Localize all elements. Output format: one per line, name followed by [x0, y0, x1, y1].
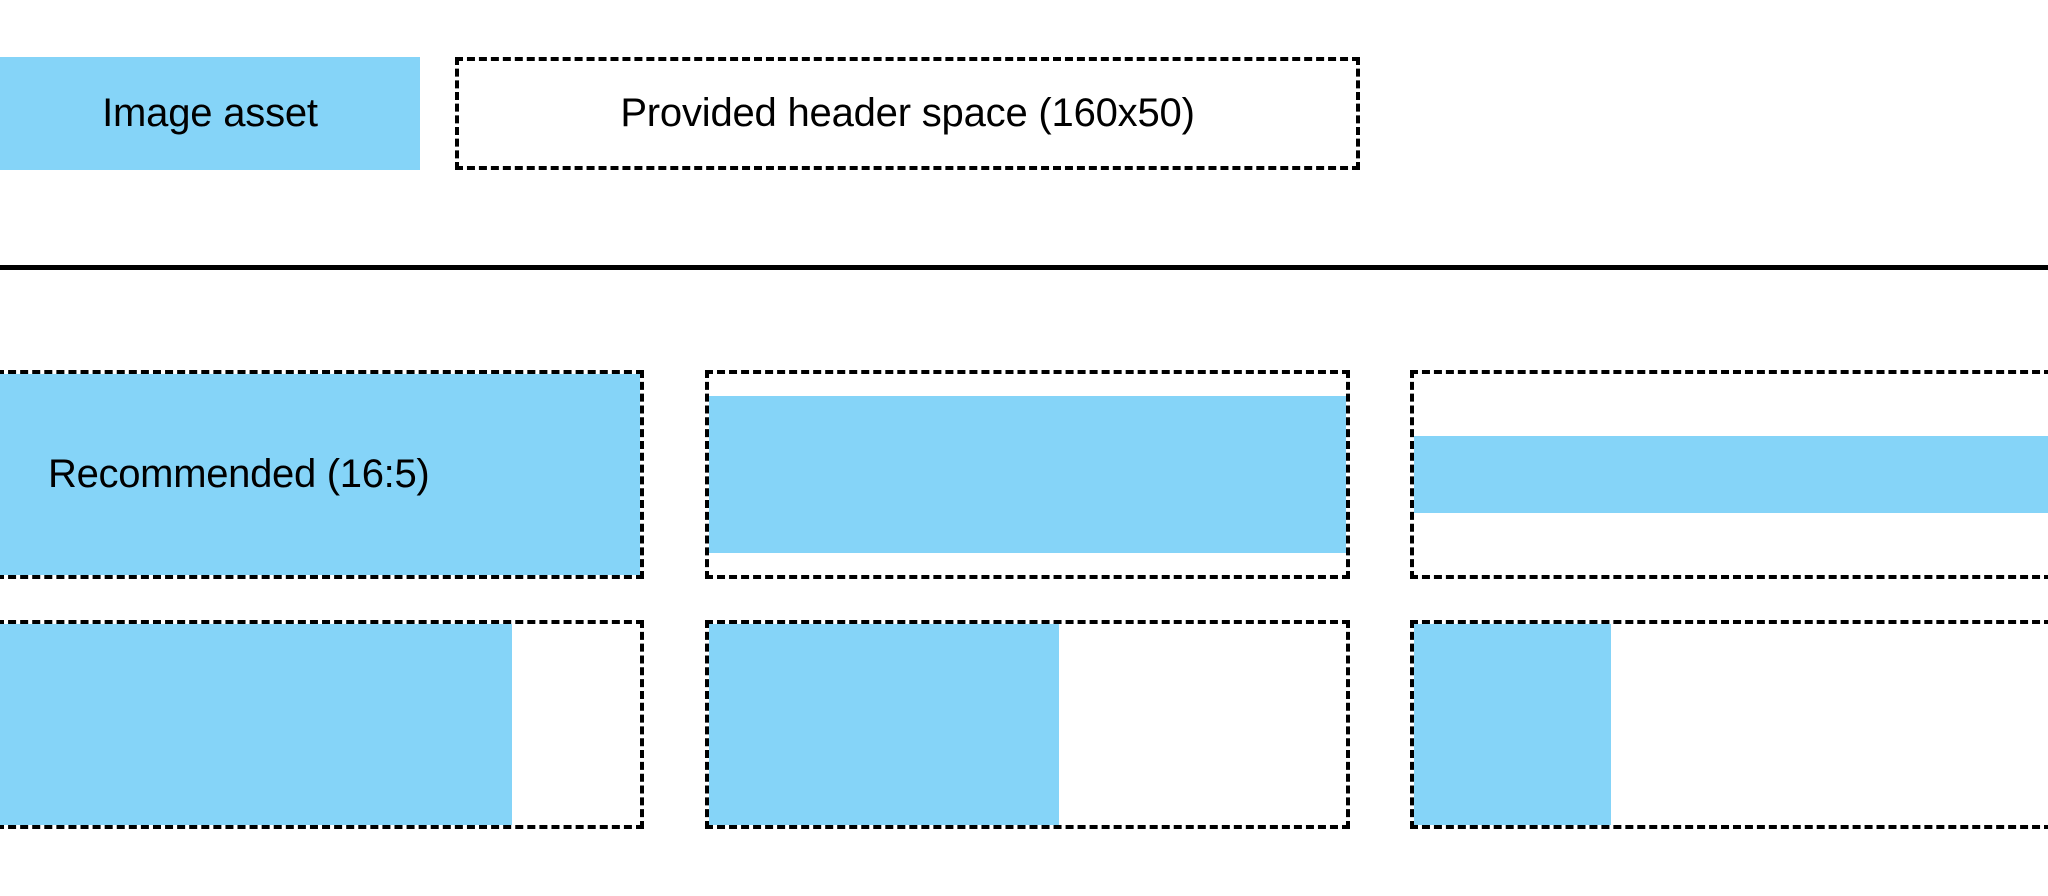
- asset-fill-rect: [0, 374, 640, 575]
- asset-fill-rect: [0, 624, 512, 825]
- provided-header-space-box: Provided header space (160x50): [455, 57, 1360, 170]
- ratio-grid-row: [0, 620, 2048, 829]
- ratio-cell: [0, 620, 644, 829]
- section-divider: [0, 265, 2048, 270]
- asset-fill-rect: [1414, 436, 2048, 513]
- provided-header-space-label: Provided header space (160x50): [620, 91, 1195, 135]
- image-asset-swatch: Image asset: [0, 57, 420, 170]
- ratio-cell: [705, 370, 1350, 579]
- ratio-cell: [1410, 620, 2048, 829]
- header-row: Image asset Provided header space (160x5…: [0, 57, 2048, 170]
- ratio-cell: [1410, 370, 2048, 579]
- asset-fill-rect: [1414, 624, 1611, 825]
- image-asset-label: Image asset: [102, 91, 318, 135]
- ratio-grid-row: Recommended (16:5): [0, 370, 2048, 579]
- asset-fill-rect: [709, 624, 1060, 825]
- asset-fill-rect: [709, 396, 1346, 553]
- ratio-cell: [705, 620, 1350, 829]
- ratio-cell: Recommended (16:5): [0, 370, 644, 579]
